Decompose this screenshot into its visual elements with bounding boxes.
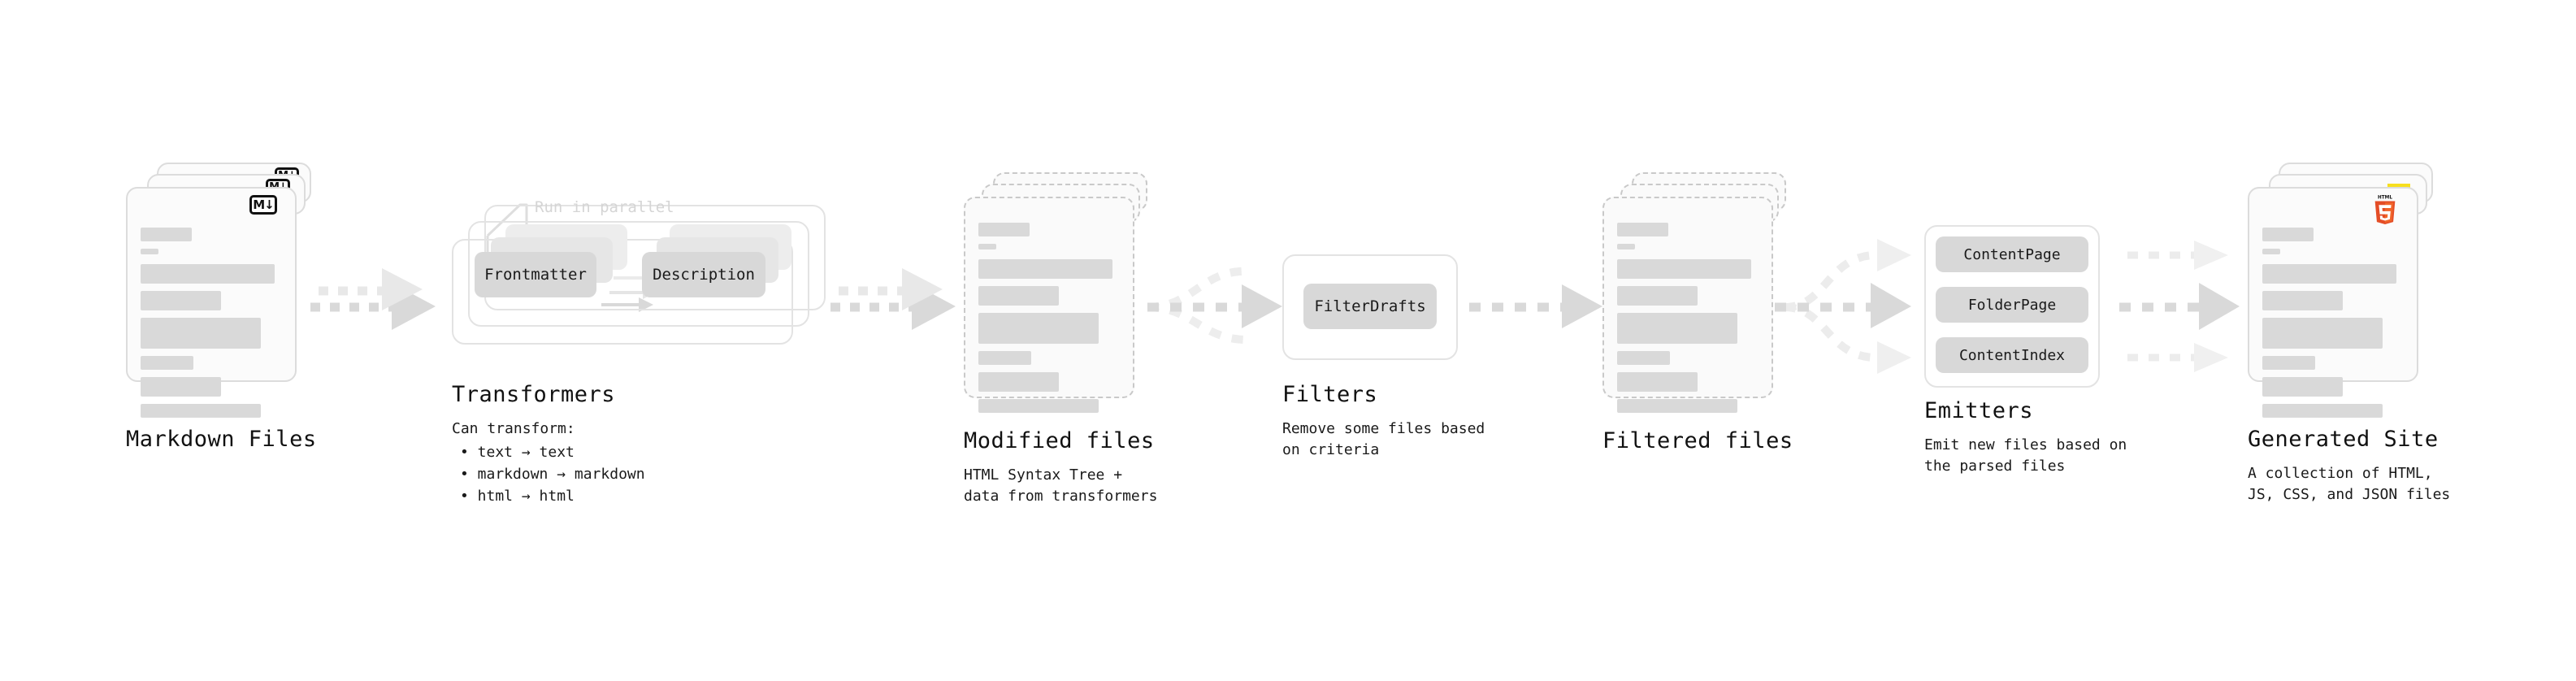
- transformers-bullets: • text → text • markdown → markdown • ht…: [460, 444, 645, 505]
- generated-site-subtitle: A collection of HTML, JS, CSS, and JSON …: [2248, 465, 2451, 504]
- markdown-files-stack: M↓ M↓ M↓: [126, 163, 329, 418]
- html5-icon: HTML: [2374, 196, 2396, 224]
- transformers-group: Frontmatter Description: [452, 205, 834, 359]
- filter-chip-filterdrafts[interactable]: FilterDrafts: [1303, 284, 1437, 329]
- arrow-emitters-to-site: [2119, 241, 2240, 372]
- svg-text:HTML: HTML: [2378, 196, 2392, 201]
- stage-title-markdown-files: Markdown Files: [126, 427, 317, 452]
- run-in-parallel-note: Run in parallel: [535, 198, 674, 216]
- transformer-chip-description[interactable]: Description: [642, 252, 765, 297]
- filtered-card-content: [1617, 223, 1759, 420]
- transformers-box-back-1: [468, 221, 809, 327]
- filters-subtitle: Remove some files based on criteria: [1282, 420, 1485, 459]
- markdown-card-content: [141, 228, 282, 425]
- stage-title-emitters: Emitters: [1924, 398, 2034, 423]
- generated-site-stack: CSS HTML: [2248, 163, 2451, 418]
- arrow-modified-to-filters: [1147, 267, 1282, 345]
- stage-title-transformers: Transformers: [452, 382, 616, 407]
- transformers-subtitle: Can transform:: [452, 420, 575, 437]
- arrow-filters-to-filtered: [1469, 284, 1602, 328]
- stage-title-filtered-files: Filtered files: [1602, 428, 1793, 453]
- stage-title-modified-files: Modified files: [964, 428, 1155, 453]
- emitters-group: ContentPage FolderPage ContentIndex: [1924, 225, 2100, 388]
- markdown-card-front: [126, 187, 297, 382]
- site-card-content: [2262, 228, 2404, 425]
- markdown-icon: M↓: [249, 195, 277, 215]
- transformer-chip-frontmatter[interactable]: Frontmatter: [475, 252, 596, 297]
- modified-card-content: [978, 223, 1120, 420]
- filters-group: FilterDrafts: [1282, 254, 1458, 360]
- stage-title-generated-site: Generated Site: [2248, 427, 2439, 452]
- filtered-files-stack: [1602, 172, 1806, 416]
- stage-title-filters: Filters: [1282, 382, 1378, 407]
- arrow-transformers-to-modified: [830, 268, 956, 330]
- emitter-chip-contentpage[interactable]: ContentPage: [1936, 236, 2088, 272]
- modified-files-subtitle: HTML Syntax Tree + data from transformer…: [964, 466, 1158, 505]
- emitter-chip-contentindex[interactable]: ContentIndex: [1936, 337, 2088, 373]
- emitters-subtitle: Emit new files based on the parsed files: [1924, 436, 2127, 475]
- modified-files-stack: [964, 172, 1167, 416]
- arrow-markdown-to-transformers: [310, 268, 436, 330]
- emitter-chip-folderpage[interactable]: FolderPage: [1936, 287, 2088, 323]
